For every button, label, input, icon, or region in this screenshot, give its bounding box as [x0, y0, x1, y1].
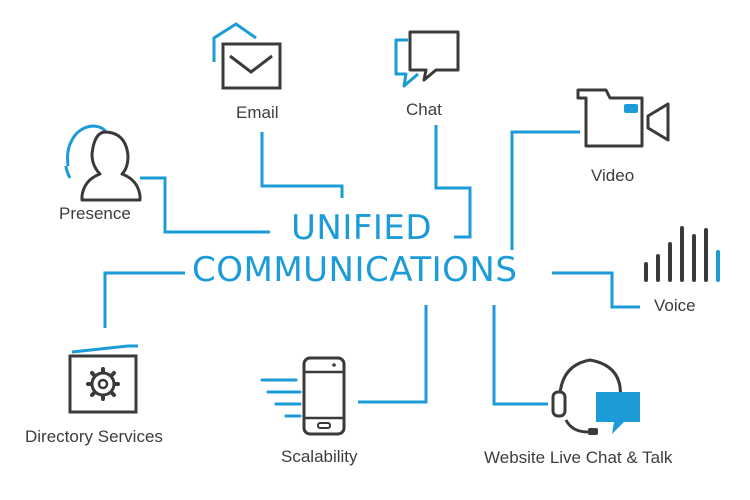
node-label-presence: Presence — [59, 204, 131, 223]
node-label-voice: Voice — [654, 296, 696, 315]
diagram-title-line1: UNIFIED — [291, 208, 433, 248]
connector-voice — [552, 271, 640, 309]
connector-lines — [103, 125, 640, 406]
connector-presence — [140, 176, 270, 234]
headset-icon — [551, 358, 640, 435]
node-label-chat: Chat — [406, 100, 442, 119]
node-label-video: Video — [591, 166, 635, 185]
node-label-scalability: Scalability — [281, 447, 358, 466]
connector-video — [510, 130, 580, 250]
diagram-title-line2: COMMUNICATIONS — [192, 250, 518, 290]
connector-livechat — [492, 305, 548, 406]
connector-scalability — [358, 305, 428, 404]
envelope-icon — [212, 22, 282, 90]
sound-bars-icon — [644, 226, 720, 282]
node-label-email: Email — [236, 103, 279, 122]
node-label-directory: Directory Services — [25, 427, 163, 446]
gear-book-icon — [68, 344, 138, 414]
chat-bubbles-icon — [394, 30, 460, 88]
smartphone-icon — [260, 356, 346, 436]
connector-directory — [103, 271, 185, 328]
video-camera-icon — [576, 88, 670, 148]
node-label-livechat: Website Live Chat & Talk — [484, 448, 673, 467]
user-silhouette-icon — [64, 124, 142, 202]
connector-chat — [434, 125, 472, 239]
connector-email — [260, 132, 344, 198]
